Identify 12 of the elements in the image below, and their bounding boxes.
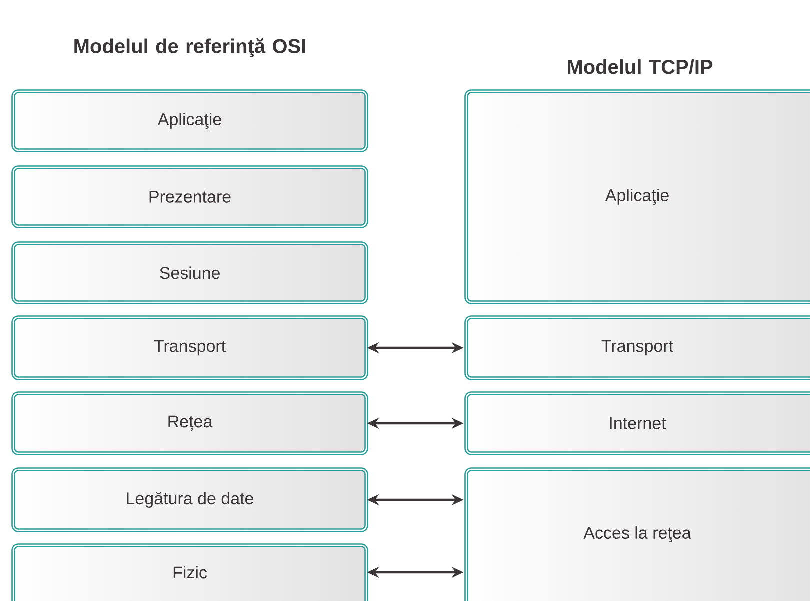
layer-box: Aplicaţie xyxy=(12,90,368,152)
layer-box: Rețea xyxy=(12,392,368,456)
column-heading: Modelul de referinţă OSI xyxy=(74,38,306,58)
layer-box: Fizic xyxy=(12,544,368,601)
layer-box: Sesiune xyxy=(12,242,368,304)
layer-box: Transport xyxy=(12,316,368,380)
layer-box: Internet xyxy=(464,392,810,456)
layer-box: Aplicaţie xyxy=(464,90,810,304)
layer-box: Acces la reţea xyxy=(464,468,810,601)
layer-box: Prezentare xyxy=(12,166,368,228)
layer-box: Transport xyxy=(464,316,810,380)
layer-box: Legătura de date xyxy=(12,468,368,532)
